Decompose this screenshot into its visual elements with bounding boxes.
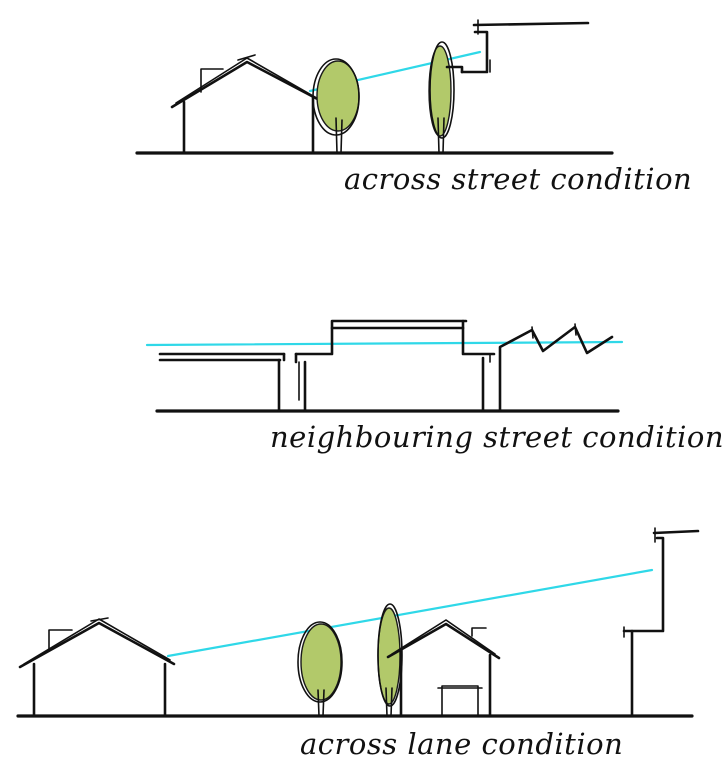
tall-building xyxy=(445,19,590,74)
caption-across-lane: across lane condition xyxy=(300,727,623,761)
section-across-street: across street condition xyxy=(135,19,692,196)
tree-columnar xyxy=(428,41,455,154)
tree-round xyxy=(297,621,343,717)
tree-round xyxy=(312,58,360,154)
gable-house-right xyxy=(386,619,501,718)
central-building xyxy=(294,319,496,413)
zigzag-roof-building xyxy=(498,323,614,413)
tall-building xyxy=(622,527,700,718)
gable-house-left xyxy=(18,617,176,718)
sightline xyxy=(145,340,624,347)
section-neighbouring-street: neighbouring street condition xyxy=(145,319,722,454)
tree-columnar xyxy=(377,603,403,717)
caption-across-street: across street condition xyxy=(344,162,692,196)
gable-house xyxy=(170,54,327,155)
caption-neighbouring-street: neighbouring street condition xyxy=(270,420,722,454)
section-across-lane: across lane condition xyxy=(16,527,700,761)
sightline xyxy=(166,568,654,658)
flat-roof-building-left xyxy=(158,352,286,413)
